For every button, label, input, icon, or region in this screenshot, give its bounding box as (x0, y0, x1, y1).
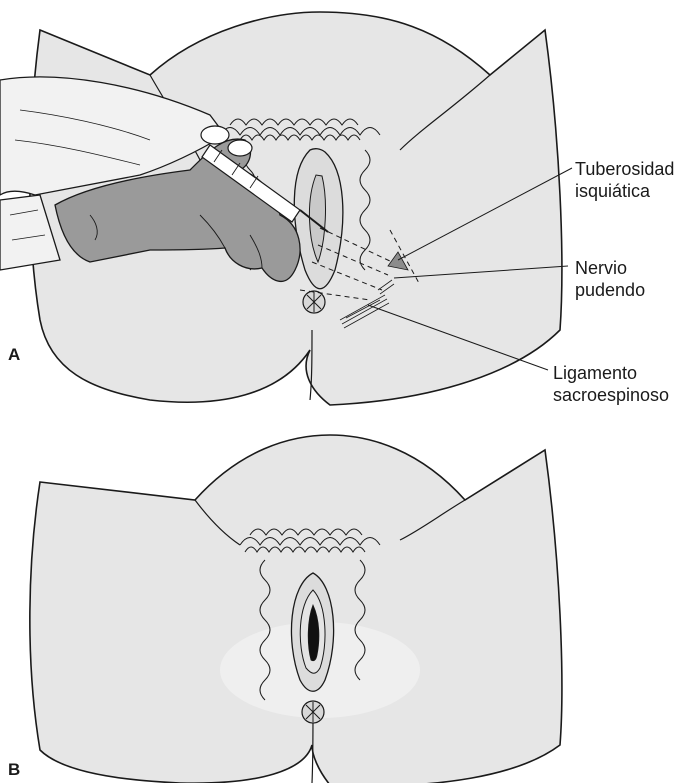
panel-a-anus (303, 291, 325, 313)
label-tuberosity-line-2: isquiática (575, 180, 674, 202)
panel-a-drawing (0, 12, 572, 405)
panel-a-letter: A (8, 345, 20, 365)
label-nerve-line-1: Nervio (575, 257, 645, 279)
label-tuberosity: Tuberosidad isquiática (575, 158, 674, 202)
label-ligament: Ligamento sacroespinoso (553, 362, 669, 406)
label-nerve: Nervio pudendo (575, 257, 645, 301)
label-ligament-line-2: sacroespinoso (553, 384, 669, 406)
label-nerve-line-2: pudendo (575, 279, 645, 301)
label-tuberosity-line-1: Tuberosidad (575, 158, 674, 180)
panel-b-anus (302, 701, 324, 723)
panel-b-drawing (30, 435, 562, 783)
label-ligament-line-1: Ligamento (553, 362, 669, 384)
panel-b-letter: B (8, 760, 20, 780)
